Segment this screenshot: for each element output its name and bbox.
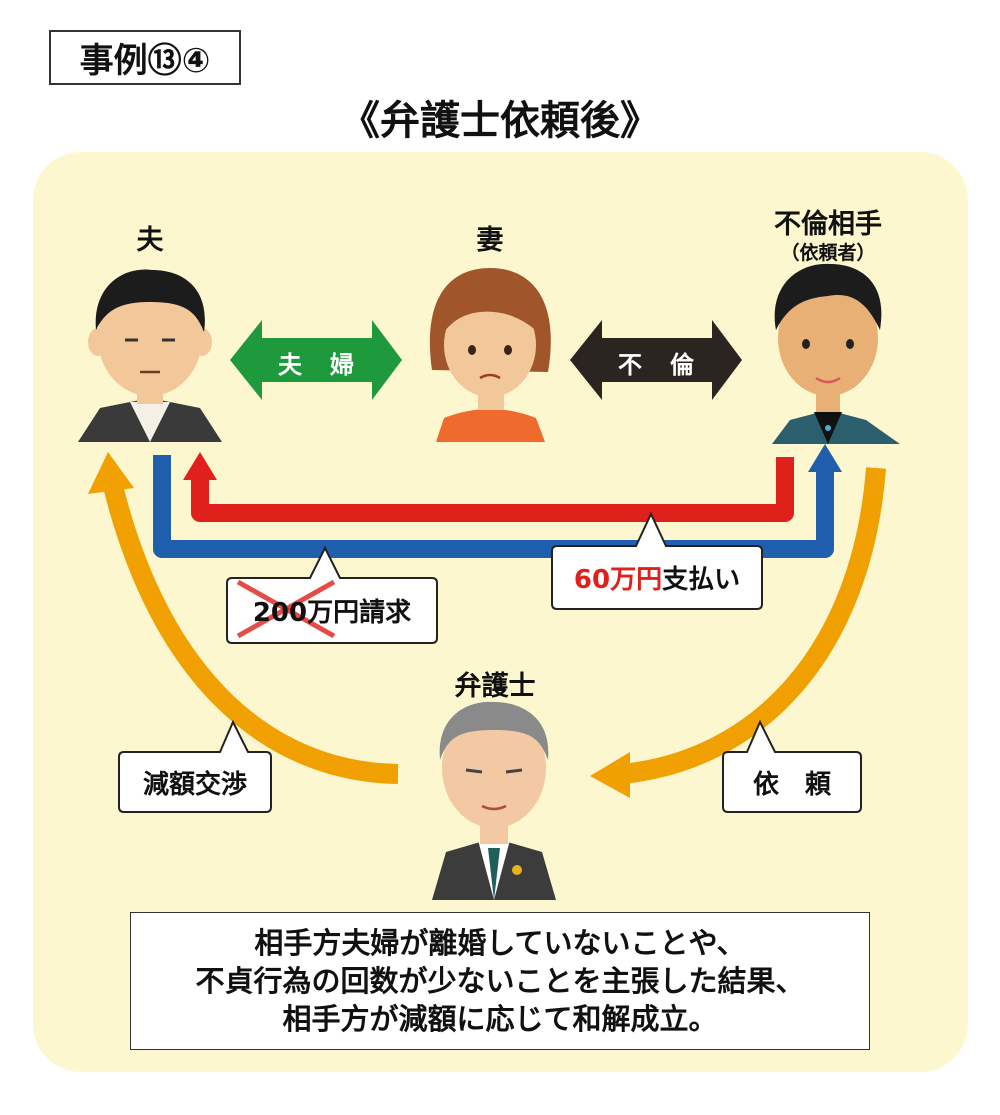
marriage-arrow (230, 320, 402, 400)
request-arrow (590, 467, 886, 798)
result-line-2: 不貞行為の回数が少ないことを主張した結果、 (195, 964, 805, 998)
claim-text: 200万円請求 (227, 578, 437, 643)
request-callout (722, 719, 862, 813)
husband-label: 夫 (136, 225, 164, 256)
wife-avatar (429, 268, 551, 442)
wife-label: 妻 (476, 225, 504, 256)
affair-partner-label: 不倫相手 (774, 209, 882, 240)
lawyer-avatar (432, 701, 556, 900)
payment-amount: 60万円 (573, 565, 663, 595)
affair-label: 不 倫 (618, 351, 696, 379)
claim-callout (226, 545, 438, 644)
request-text: 依 頼 (752, 769, 831, 800)
negotiation-callout (118, 719, 272, 813)
claim-line (183, 452, 794, 522)
claim-amount: 200万円 (252, 598, 360, 628)
negotiation-text: 減額交渉 (142, 769, 247, 800)
husband-avatar (78, 269, 222, 442)
claim-suffix: 請求 (359, 598, 412, 628)
affair-partner-note: （依頼者） (780, 242, 876, 264)
result-line-1: 相手方夫婦が離婚していないことや、 (254, 926, 746, 960)
result-box: 相手方夫婦が離婚していないことや、 不貞行為の回数が少ないことを主張した結果、 … (130, 912, 870, 1050)
affair-partner-avatar (772, 263, 900, 444)
result-line-3: 相手方が減額に応じて和解成立。 (282, 1002, 718, 1036)
claim-crossout (236, 579, 336, 639)
payment-callout (551, 511, 763, 610)
case-label: 事例⑬④ (49, 30, 241, 85)
payment-line (153, 444, 842, 558)
negotiation-arrow (88, 452, 399, 784)
payment-suffix: 支払い (662, 565, 741, 595)
payment-text: 60万円支払い (552, 546, 762, 609)
page-title: 《弁護士依頼後》 (340, 98, 660, 144)
lawyer-label: 弁護士 (454, 671, 536, 702)
marriage-label: 夫 婦 (278, 351, 356, 379)
affair-arrow (570, 320, 742, 400)
